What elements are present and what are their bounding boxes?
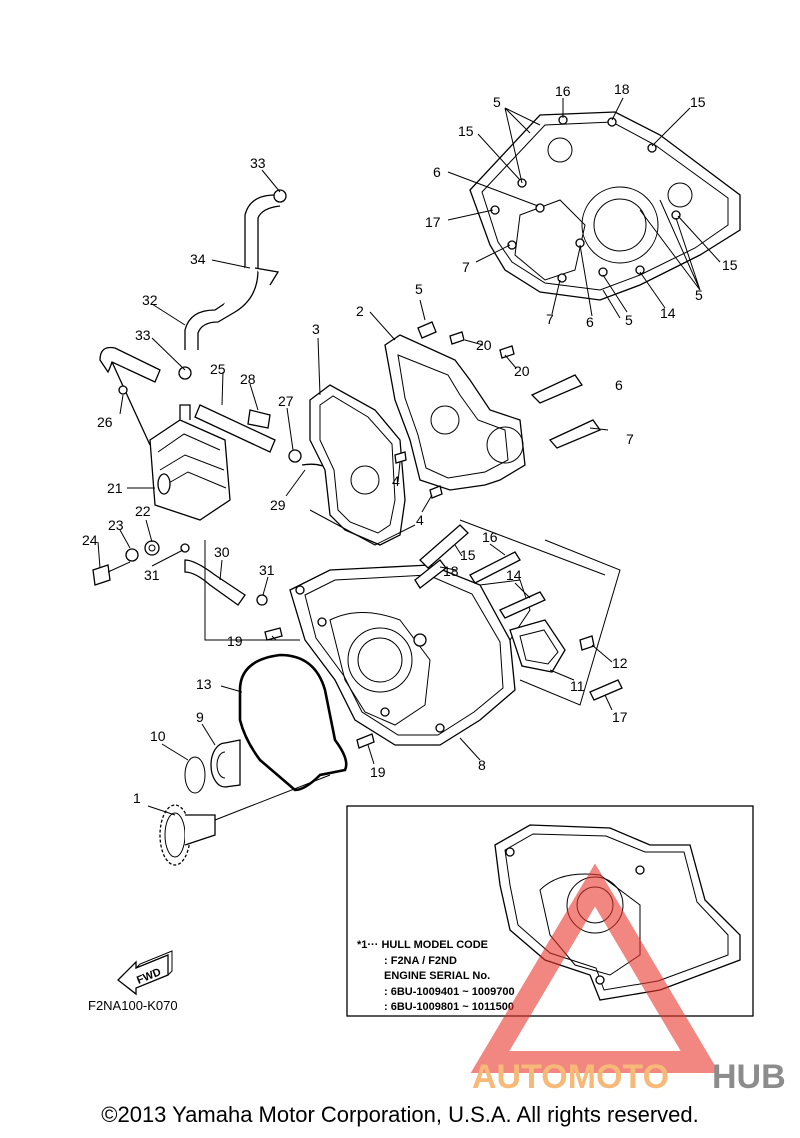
callout-4a: 4: [392, 473, 400, 489]
callout-19a: 19: [227, 633, 243, 649]
callout-20a: 20: [476, 337, 492, 353]
note-line3: ENGINE SERIAL No.: [384, 970, 490, 982]
callout-3: 3: [312, 321, 320, 337]
callout-25: 25: [210, 361, 226, 377]
hose-30: [184, 559, 246, 606]
callout-4b: 4: [416, 512, 424, 528]
callout-16a: 16: [555, 83, 571, 99]
callout-11: 11: [570, 678, 585, 694]
callout-15d: 15: [460, 547, 476, 563]
gear-1: [159, 774, 331, 866]
callout-5d: 5: [695, 287, 703, 303]
copyright-notice: ©2013 Yamaha Motor Corporation, U.S.A. A…: [101, 1102, 699, 1127]
bolt-24-washers: [92, 540, 160, 586]
callout-33a: 33: [250, 155, 266, 171]
callout-26: 26: [97, 414, 113, 430]
note-line4: : 6BU-1009401 ~ 1009700: [384, 986, 515, 998]
callout-5b: 5: [493, 94, 501, 110]
callout-1: 1: [133, 790, 141, 806]
callout-numbers: 1 2 3 4 4 5 5 5 5 5 6 6 6 7 7 7 8 9 10 1…: [82, 81, 738, 859]
bolts-right: [264, 524, 623, 749]
callout-31a: 31: [144, 567, 160, 583]
circlip-10: [184, 756, 206, 794]
filter-11: [509, 619, 566, 673]
watermark-text-1: AUTOMOTO: [472, 1058, 669, 1096]
hose-25: [194, 404, 276, 453]
callout-22: 22: [135, 503, 151, 519]
callout-13: 13: [196, 676, 212, 692]
callout-19b: 19: [370, 764, 386, 780]
hose-32: [184, 194, 281, 350]
callout-7b: 7: [546, 311, 554, 327]
callout-31b: 31: [259, 562, 275, 578]
callout-8: 8: [478, 757, 486, 773]
callout-2: 2: [356, 303, 364, 319]
drawing-code: F2NA100-K070: [88, 998, 178, 1013]
callout-18b: 18: [443, 563, 459, 579]
callout-34: 34: [190, 251, 206, 267]
callout-15c: 15: [722, 257, 738, 273]
callout-23: 23: [108, 517, 124, 533]
callout-12: 12: [612, 655, 628, 671]
callout-6a: 6: [433, 164, 441, 180]
callout-33b: 33: [135, 327, 151, 343]
callout-16b: 16: [482, 529, 498, 545]
callout-15a: 15: [458, 123, 474, 139]
callout-5a: 5: [415, 281, 423, 297]
watermark-text-2: HUB: [712, 1058, 786, 1096]
note-line1: *1··· HULL MODEL CODE: [357, 939, 488, 951]
callout-17a: 17: [425, 214, 441, 230]
callout-6c: 6: [615, 377, 623, 393]
main-cover-8: [289, 564, 531, 746]
callout-27: 27: [278, 393, 294, 409]
watermark-logo: AUTOMOTO HUB: [470, 863, 786, 1096]
callout-20b: 20: [514, 363, 530, 379]
note-line5: : 6BU-1009801 ~ 1011500: [384, 1001, 514, 1013]
callout-28: 28: [240, 371, 256, 387]
serial-note: *1··· HULL MODEL CODE : F2NA / F2ND ENGI…: [357, 939, 515, 1013]
callout-14a: 14: [506, 567, 522, 583]
leader-lines: [97, 97, 721, 857]
callout-29: 29: [270, 497, 286, 513]
gasket-3: [309, 384, 406, 546]
callout-5c: 5: [625, 312, 633, 328]
callout-17b: 17: [612, 709, 628, 725]
callout-7c: 7: [626, 431, 634, 447]
fwd-arrow: FWD: [117, 950, 173, 996]
callout-15b: 15: [690, 94, 706, 110]
callout-32: 32: [142, 292, 158, 308]
callout-6b: 6: [586, 314, 594, 330]
clamps-small: [118, 189, 331, 606]
callout-30: 30: [214, 544, 230, 560]
hose-upper-left: [99, 346, 161, 446]
callout-10: 10: [150, 728, 166, 744]
crankcase-cover-upper: [469, 111, 741, 301]
note-line2: : F2NA / F2ND: [384, 955, 457, 967]
callout-21: 21: [107, 480, 123, 496]
inset-box: [346, 805, 754, 1017]
o-ring-13: [238, 653, 348, 792]
callout-24: 24: [82, 532, 98, 548]
cover-2: [384, 334, 526, 491]
bearing-9: [210, 739, 241, 788]
oil-cooler: [149, 404, 231, 521]
callout-14b: 14: [660, 305, 676, 321]
callout-18a: 18: [614, 81, 630, 97]
callout-9: 9: [196, 709, 204, 725]
callout-7a: 7: [462, 259, 470, 275]
